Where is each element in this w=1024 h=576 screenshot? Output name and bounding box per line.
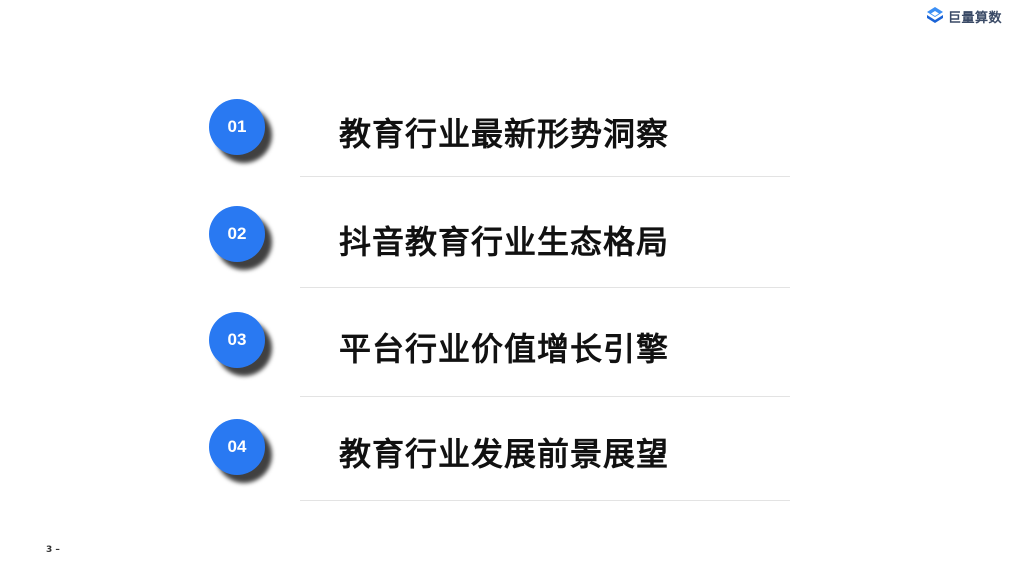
agenda-number-badge: 01 [209,99,265,155]
divider [300,396,790,397]
agenda-title: 抖音教育行业生态格局 [339,223,670,261]
divider [300,287,790,288]
agenda-number: 03 [227,330,247,349]
agenda-number: 04 [227,437,247,456]
agenda-item-1: 01 教育行业最新形势洞察 [0,98,1024,158]
agenda-number: 01 [227,117,247,136]
brand-logo: 巨量算数 [926,6,1002,26]
agenda-item-2: 02 抖音教育行业生态格局 [0,205,1024,265]
logo-text: 巨量算数 [947,10,1002,26]
diamond-stack-icon [926,7,943,23]
agenda-number-badge: 03 [209,312,265,368]
divider [300,176,790,177]
agenda-title: 平台行业价值增长引擎 [339,330,670,368]
agenda-title: 教育行业发展前景展望 [339,435,670,473]
page-number: 3 – [46,545,60,555]
agenda-title: 教育行业最新形势洞察 [339,115,670,153]
agenda-number-badge: 04 [209,419,265,475]
agenda-item-4: 04 教育行业发展前景展望 [0,418,1024,478]
agenda-item-3: 03 平台行业价值增长引擎 [0,312,1024,372]
agenda-number: 02 [227,224,247,243]
divider [300,500,790,501]
agenda-number-badge: 02 [209,206,265,262]
